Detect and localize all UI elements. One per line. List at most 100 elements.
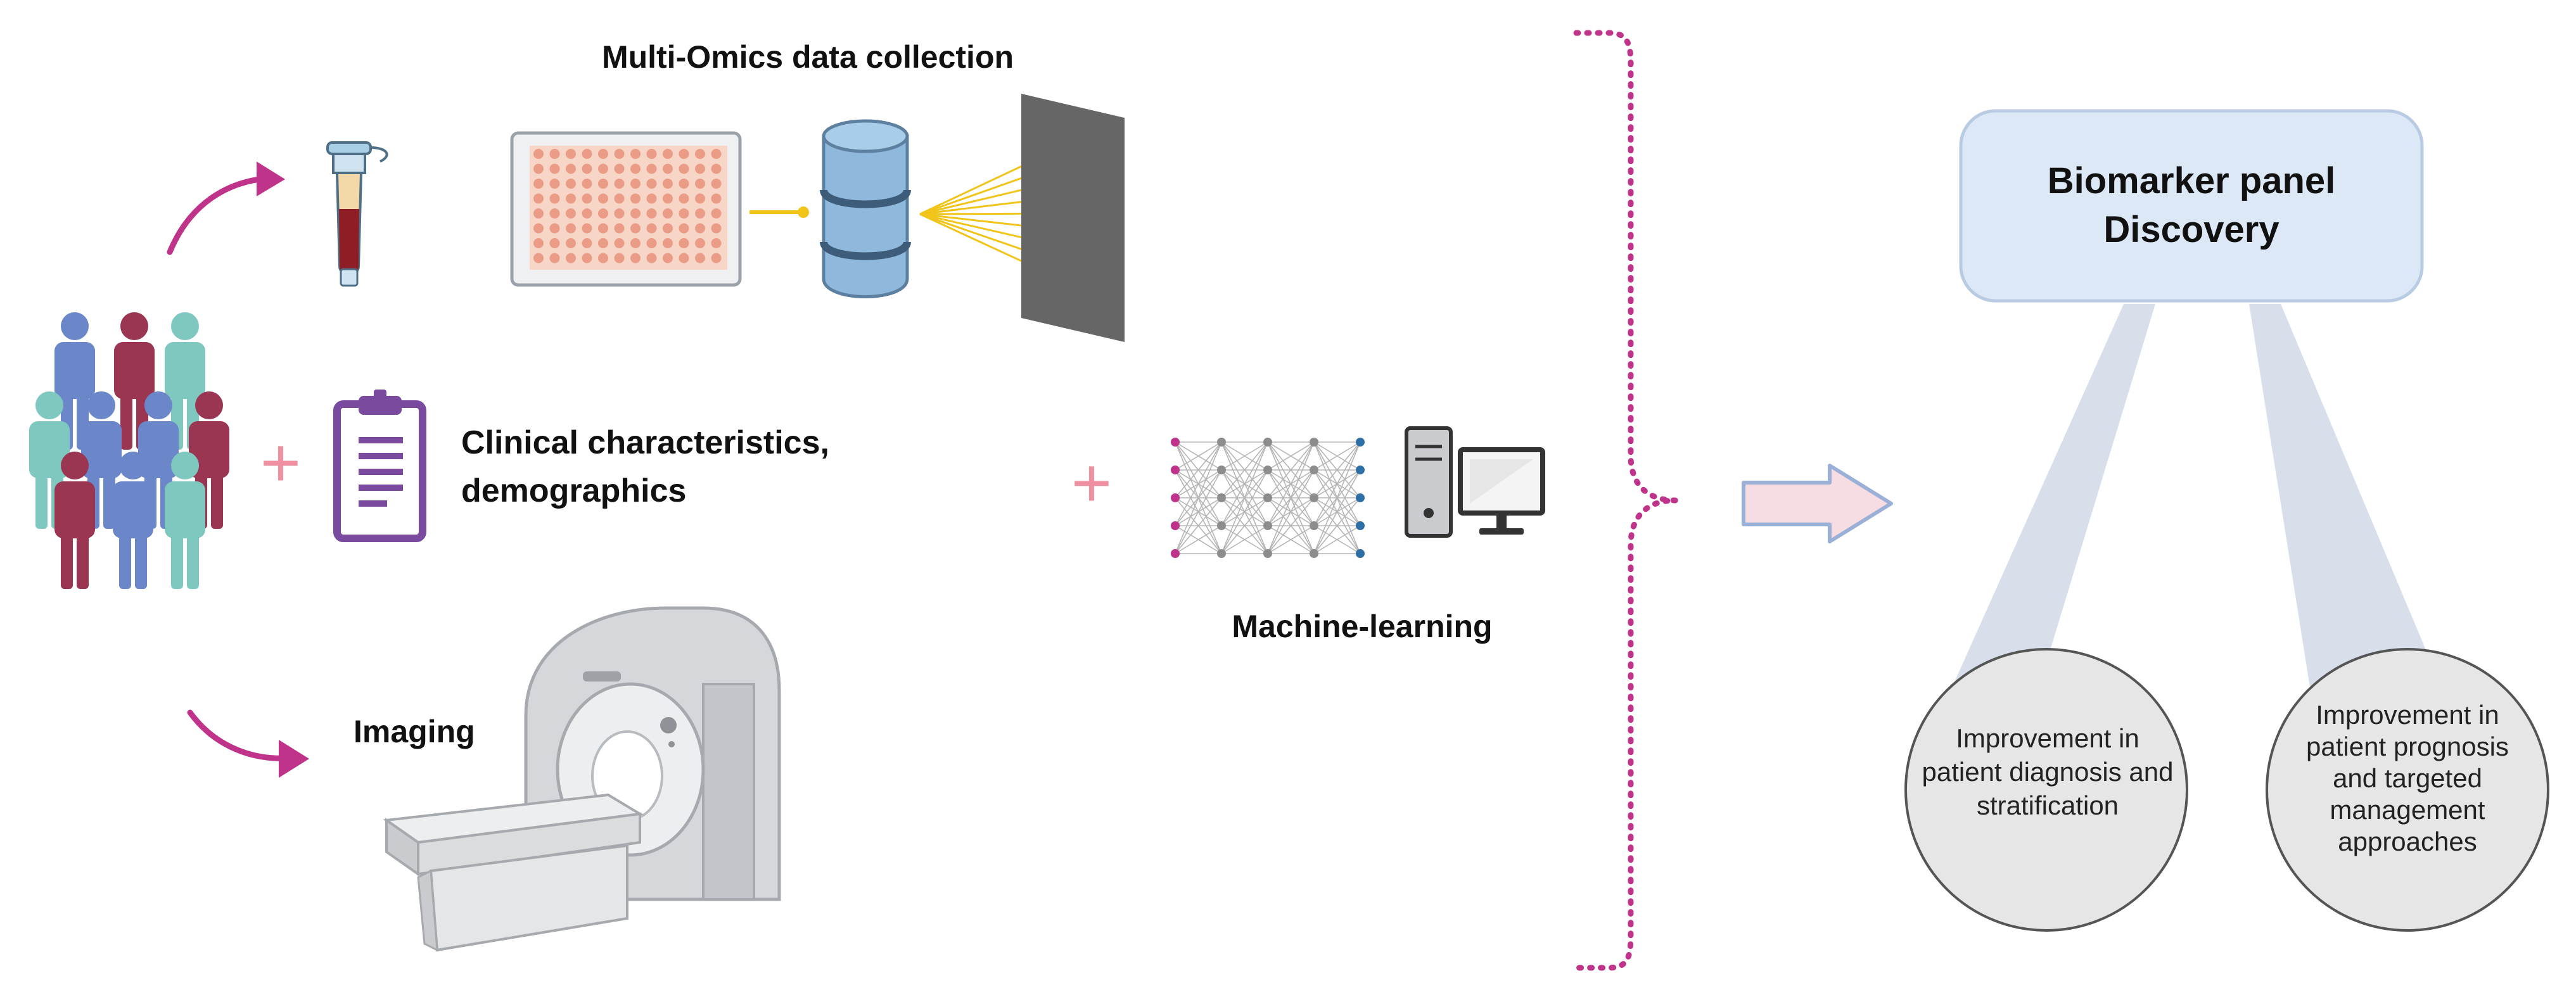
well	[598, 238, 608, 248]
nn-node	[1310, 438, 1318, 447]
nn-node	[1217, 493, 1226, 502]
nn-node	[1356, 466, 1365, 474]
nn-node	[1171, 493, 1180, 502]
nn-node	[1217, 521, 1226, 530]
well	[630, 238, 641, 248]
well	[582, 208, 592, 219]
person-icon	[29, 391, 70, 529]
well	[598, 193, 608, 204]
well	[630, 163, 641, 174]
biomarker-label-line1: Biomarker panel	[2048, 160, 2336, 201]
well	[711, 208, 722, 219]
person-icon	[165, 452, 205, 589]
beam-left-icon	[1945, 304, 2155, 725]
well	[614, 238, 625, 248]
well	[630, 149, 641, 159]
mri-scanner-icon	[383, 606, 781, 952]
well	[711, 193, 722, 204]
well	[566, 208, 576, 219]
well	[711, 179, 722, 189]
well	[533, 193, 544, 204]
well	[582, 179, 592, 189]
nn-node	[1171, 466, 1180, 474]
beam-right-icon	[2249, 304, 2445, 703]
well	[598, 253, 608, 263]
nn-node	[1263, 466, 1272, 474]
well	[582, 163, 592, 174]
right-arrow-icon	[1742, 464, 1893, 543]
neural-network-icon	[1171, 438, 1365, 558]
well	[582, 149, 592, 159]
outcome1-line2: patient diagnosis and	[1922, 757, 2174, 787]
well	[598, 163, 608, 174]
nn-node	[1263, 493, 1272, 502]
well	[598, 179, 608, 189]
well	[549, 149, 560, 159]
clinical-label-line2: demographics	[461, 472, 686, 509]
well	[695, 223, 705, 234]
clipboard-icon	[333, 390, 426, 542]
microplate-icon	[510, 131, 742, 287]
patients-group-icon	[29, 312, 229, 589]
nn-node	[1356, 549, 1365, 558]
multi-omics-label: Multi-Omics data collection	[602, 39, 1014, 75]
nn-node	[1217, 549, 1226, 558]
well	[711, 163, 722, 174]
nn-node	[1171, 438, 1180, 447]
computer-icon	[1405, 426, 1545, 538]
well	[663, 253, 673, 263]
person-icon	[113, 452, 153, 589]
well	[646, 149, 657, 159]
well	[566, 223, 576, 234]
outcome-circle-diagnosis	[1904, 648, 2188, 932]
well	[533, 149, 544, 159]
well	[614, 193, 625, 204]
well	[533, 163, 544, 174]
well	[630, 223, 641, 234]
well	[549, 193, 560, 204]
machine-learning-label: Machine-learning	[1232, 609, 1492, 644]
curved-arrow-down-icon	[187, 709, 309, 778]
well	[533, 179, 544, 189]
well	[614, 223, 625, 234]
nn-node	[1263, 521, 1272, 530]
well	[566, 149, 576, 159]
well	[533, 223, 544, 234]
well	[646, 179, 657, 189]
nn-node	[1310, 549, 1318, 558]
database-icon	[820, 119, 911, 298]
imaging-label: Imaging	[354, 714, 475, 749]
outcome2-line2: patient prognosis	[2306, 732, 2509, 761]
nn-node	[1356, 521, 1365, 530]
plus-sign-left: +	[260, 424, 301, 502]
detector-panel-icon	[919, 94, 1125, 342]
well	[598, 208, 608, 219]
well	[663, 223, 673, 234]
well	[614, 179, 625, 189]
well	[549, 179, 560, 189]
well	[630, 253, 641, 263]
well	[695, 238, 705, 248]
nn-node	[1356, 438, 1365, 447]
well	[695, 149, 705, 159]
well	[549, 223, 560, 234]
nn-node	[1356, 493, 1365, 502]
well	[646, 193, 657, 204]
well	[646, 223, 657, 234]
nn-node	[1310, 521, 1318, 530]
well	[614, 253, 625, 263]
outcome-circle-prognosis	[2266, 648, 2549, 932]
well	[582, 238, 592, 248]
well	[566, 193, 576, 204]
well	[549, 238, 560, 248]
well	[630, 193, 641, 204]
well	[630, 179, 641, 189]
nn-node	[1263, 438, 1272, 447]
well	[566, 179, 576, 189]
plus-sign-right: +	[1071, 444, 1112, 522]
well	[646, 208, 657, 219]
well	[614, 163, 625, 174]
well	[695, 193, 705, 204]
clinical-label-line1: Clinical characteristics,	[461, 424, 829, 461]
well	[549, 163, 560, 174]
